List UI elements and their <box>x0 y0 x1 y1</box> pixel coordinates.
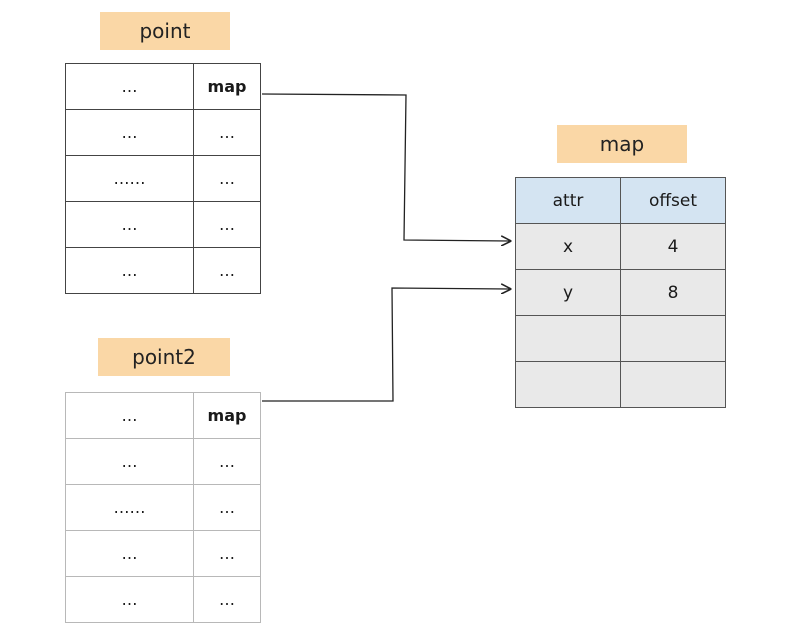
point-cell: … <box>65 201 194 248</box>
map-offset-cell <box>620 361 726 408</box>
map-attr-cell: x <box>515 223 621 270</box>
table-row <box>515 361 726 408</box>
table-row: …… … <box>65 155 261 202</box>
point2-cell: … <box>193 576 261 623</box>
table-row: … … <box>65 576 261 623</box>
point2-cell: … <box>193 484 261 531</box>
point-title: point <box>100 12 234 53</box>
point-map-pointer-cell: map <box>193 63 261 110</box>
table-row: …… … <box>65 484 261 531</box>
point-cell: … <box>65 247 194 294</box>
point-cell: … <box>193 201 261 248</box>
map-offset-cell <box>620 315 726 362</box>
point2-to-map-arrow <box>262 288 510 402</box>
point2-cell: …… <box>65 484 194 531</box>
point2-cell: … <box>65 438 194 485</box>
map-attr-cell <box>515 361 621 408</box>
point2-cell: … <box>65 392 194 439</box>
map-header-attr: attr <box>515 177 621 224</box>
point2-cell: … <box>65 576 194 623</box>
map-attr-cell <box>515 315 621 362</box>
map-header-offset: offset <box>620 177 726 224</box>
map-offset-cell: 4 <box>620 223 726 270</box>
point-cell: …… <box>65 155 194 202</box>
point2-cell: … <box>193 438 261 485</box>
table-row <box>515 315 726 362</box>
point-cell: … <box>65 63 194 110</box>
point-cell: … <box>65 109 194 156</box>
map-table: attr offset x 4 y 8 <box>515 177 726 408</box>
point2-cell: … <box>65 530 194 577</box>
table-row: … … <box>65 109 261 156</box>
point2-table: … map … … …… … … … … … <box>65 392 261 623</box>
table-row: … … <box>65 247 261 294</box>
map-attr-cell: y <box>515 269 621 316</box>
table-row: … map <box>65 392 261 439</box>
table-row: … … <box>65 530 261 577</box>
point2-map-pointer-cell: map <box>193 392 261 439</box>
point-cell: … <box>193 109 261 156</box>
table-row: … … <box>65 201 261 248</box>
table-row: y 8 <box>515 269 726 316</box>
point-to-map-arrow <box>261 93 510 241</box>
map-offset-cell: 8 <box>620 269 726 316</box>
point-cell: … <box>193 155 261 202</box>
table-row: … map <box>65 63 261 110</box>
point-cell: … <box>193 247 261 294</box>
point-table: … map … … …… … … … … … <box>65 63 261 294</box>
map-header-row: attr offset <box>515 177 726 224</box>
table-row: x 4 <box>515 223 726 270</box>
point2-cell: … <box>193 530 261 577</box>
map-title: map <box>557 125 691 166</box>
table-row: … … <box>65 438 261 485</box>
point2-title: point2 <box>98 338 234 379</box>
